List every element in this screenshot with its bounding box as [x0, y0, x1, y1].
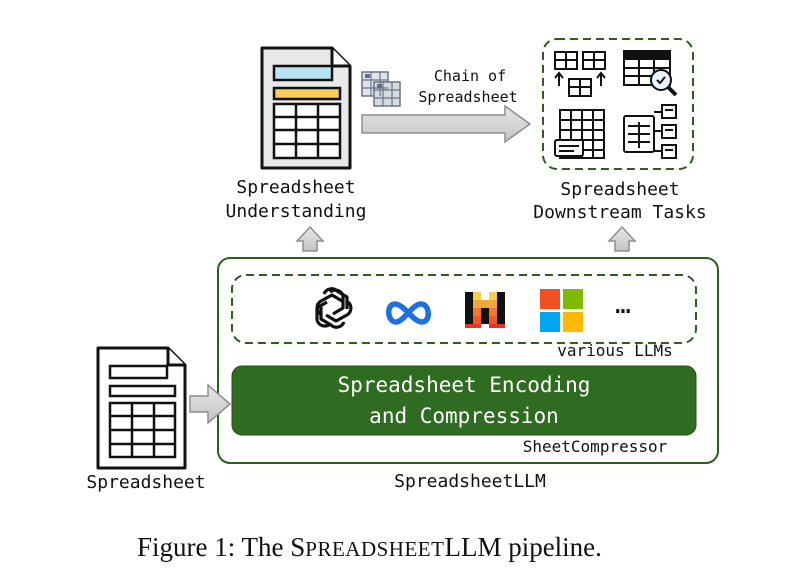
chain-label-line2: Spreadsheet [418, 88, 518, 106]
encoding-title-line2: and Compression [369, 404, 559, 428]
encoding-title-line1: Spreadsheet Encoding [337, 373, 591, 397]
stacked-sheets-icon [361, 71, 401, 107]
sheetcompressor-label: SheetCompressor [522, 437, 668, 456]
downstream-tasks-box [542, 38, 694, 170]
caption-sc-small: PREADSHEET [305, 537, 445, 561]
downstream-label-line1: Spreadsheet [560, 179, 680, 200]
understanding-label-line2: Understanding [225, 201, 367, 222]
table-search-icon [623, 50, 678, 97]
input-spreadsheet-icon [96, 346, 187, 470]
caption-prefix: Figure 1: The [137, 532, 291, 562]
mistral-icon [465, 292, 505, 328]
input-arrow [189, 383, 232, 425]
understanding-label-line1: Spreadsheet [236, 177, 356, 198]
openai-icon [315, 287, 353, 329]
chain-label-line1: Chain of [433, 67, 507, 85]
downstream-label-line2: Downstream Tasks [533, 202, 707, 223]
spreadsheetllm-label: SpreadsheetLLM [394, 471, 546, 492]
input-spreadsheet-label: Spreadsheet [86, 472, 206, 493]
various-llms-label: various LLMs [557, 341, 673, 360]
up-arrow-right [607, 225, 637, 252]
table-chat-icon [554, 109, 605, 159]
caption-suffix: LLM pipeline. [444, 532, 602, 562]
caption-sc-cap: S [290, 532, 306, 562]
understanding-spreadsheet-icon [260, 46, 352, 170]
microsoft-icon [540, 289, 583, 332]
meta-icon [386, 301, 431, 325]
figure-caption: Figure 1: The SPREADSHEETLLM pipeline. [137, 532, 602, 563]
up-arrow-left [295, 225, 325, 252]
more-llms-ellipsis: … [615, 290, 631, 320]
chain-arrow [361, 104, 532, 144]
table-form-icon [623, 104, 677, 159]
table-merge-icon [554, 51, 606, 97]
encoding-compression-box [231, 365, 697, 436]
